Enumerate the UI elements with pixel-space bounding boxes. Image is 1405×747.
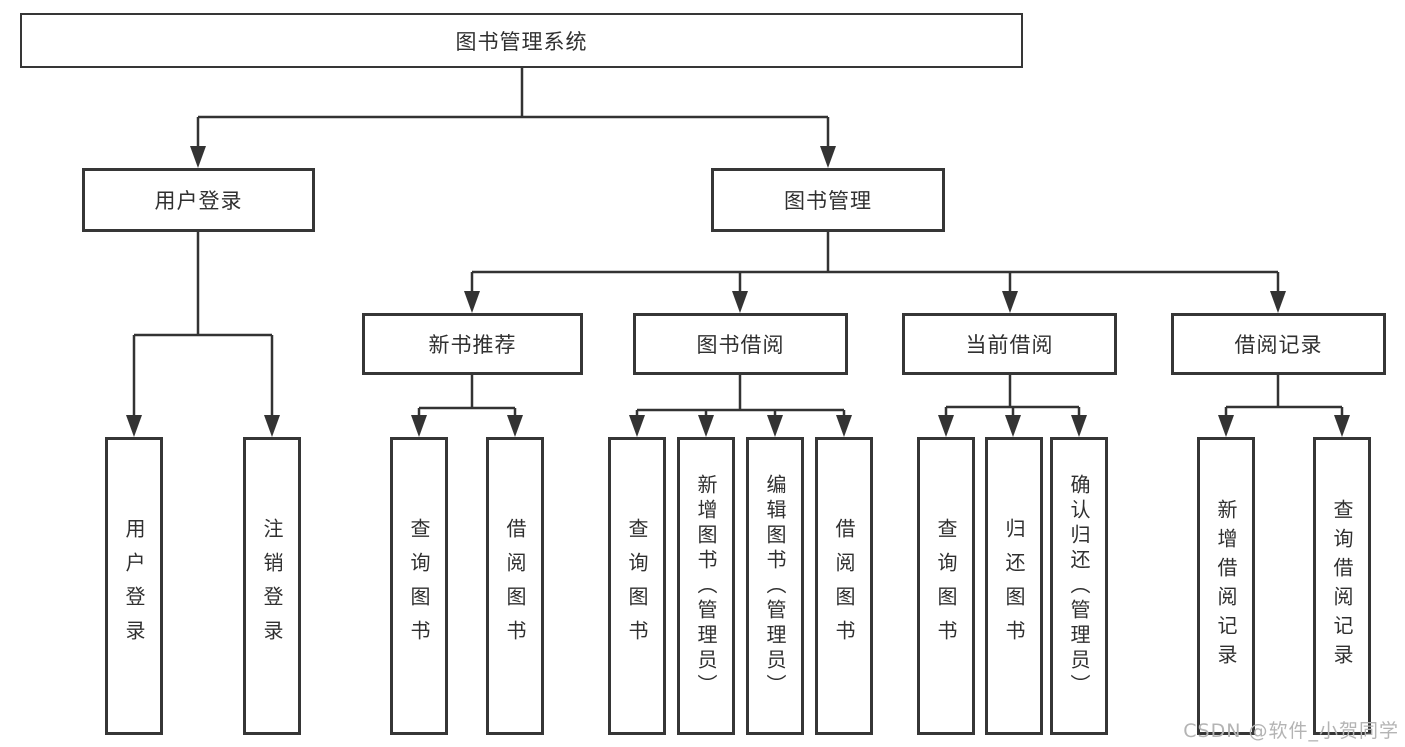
leaf-borrow-books: 借阅图书 bbox=[815, 437, 873, 735]
csdn-watermark: CSDN @软件_小贺同学 bbox=[1183, 720, 1399, 742]
leaf-query-borrow-record: 查询借阅记录 bbox=[1313, 437, 1371, 735]
leaf-borrow-books-recommend: 借阅图书 bbox=[486, 437, 544, 735]
node-current-borrowing-label: 当前借阅 bbox=[965, 333, 1054, 357]
node-new-book-recommend: 新书推荐 bbox=[362, 313, 583, 375]
node-current-borrowing: 当前借阅 bbox=[902, 313, 1117, 375]
leaf-logout: 注销登录 bbox=[243, 437, 301, 735]
leaf-add-books-admin: 新增图书（管理员） bbox=[677, 437, 735, 735]
node-new-book-recommend-label: 新书推荐 bbox=[428, 333, 517, 357]
node-borrowing-records: 借阅记录 bbox=[1171, 313, 1386, 375]
leaf-add-borrow-record: 新增借阅记录 bbox=[1197, 437, 1255, 735]
node-root-label: 图书管理系统 bbox=[455, 29, 588, 54]
node-borrowing-records-label: 借阅记录 bbox=[1234, 333, 1323, 357]
leaf-query-books-current: 查询图书 bbox=[917, 437, 975, 735]
node-user-login-label: 用户登录 bbox=[154, 189, 243, 213]
leaf-return-books: 归还图书 bbox=[985, 437, 1043, 735]
node-user-login: 用户登录 bbox=[82, 168, 315, 232]
node-book-management: 图书管理 bbox=[711, 168, 945, 232]
leaf-edit-books-admin: 编辑图书（管理员） bbox=[746, 437, 804, 735]
leaf-user-login: 用户登录 bbox=[105, 437, 163, 735]
node-book-borrowing-label: 图书借阅 bbox=[696, 333, 785, 357]
node-book-borrowing: 图书借阅 bbox=[633, 313, 848, 375]
node-root-system: 图书管理系统 bbox=[20, 13, 1023, 68]
arrowheads bbox=[126, 146, 1350, 437]
leaf-query-books-recommend: 查询图书 bbox=[390, 437, 448, 735]
leaf-confirm-return-admin: 确认归还（管理员） bbox=[1050, 437, 1108, 735]
leaf-query-books-borrowing: 查询图书 bbox=[608, 437, 666, 735]
node-book-management-label: 图书管理 bbox=[784, 189, 872, 213]
